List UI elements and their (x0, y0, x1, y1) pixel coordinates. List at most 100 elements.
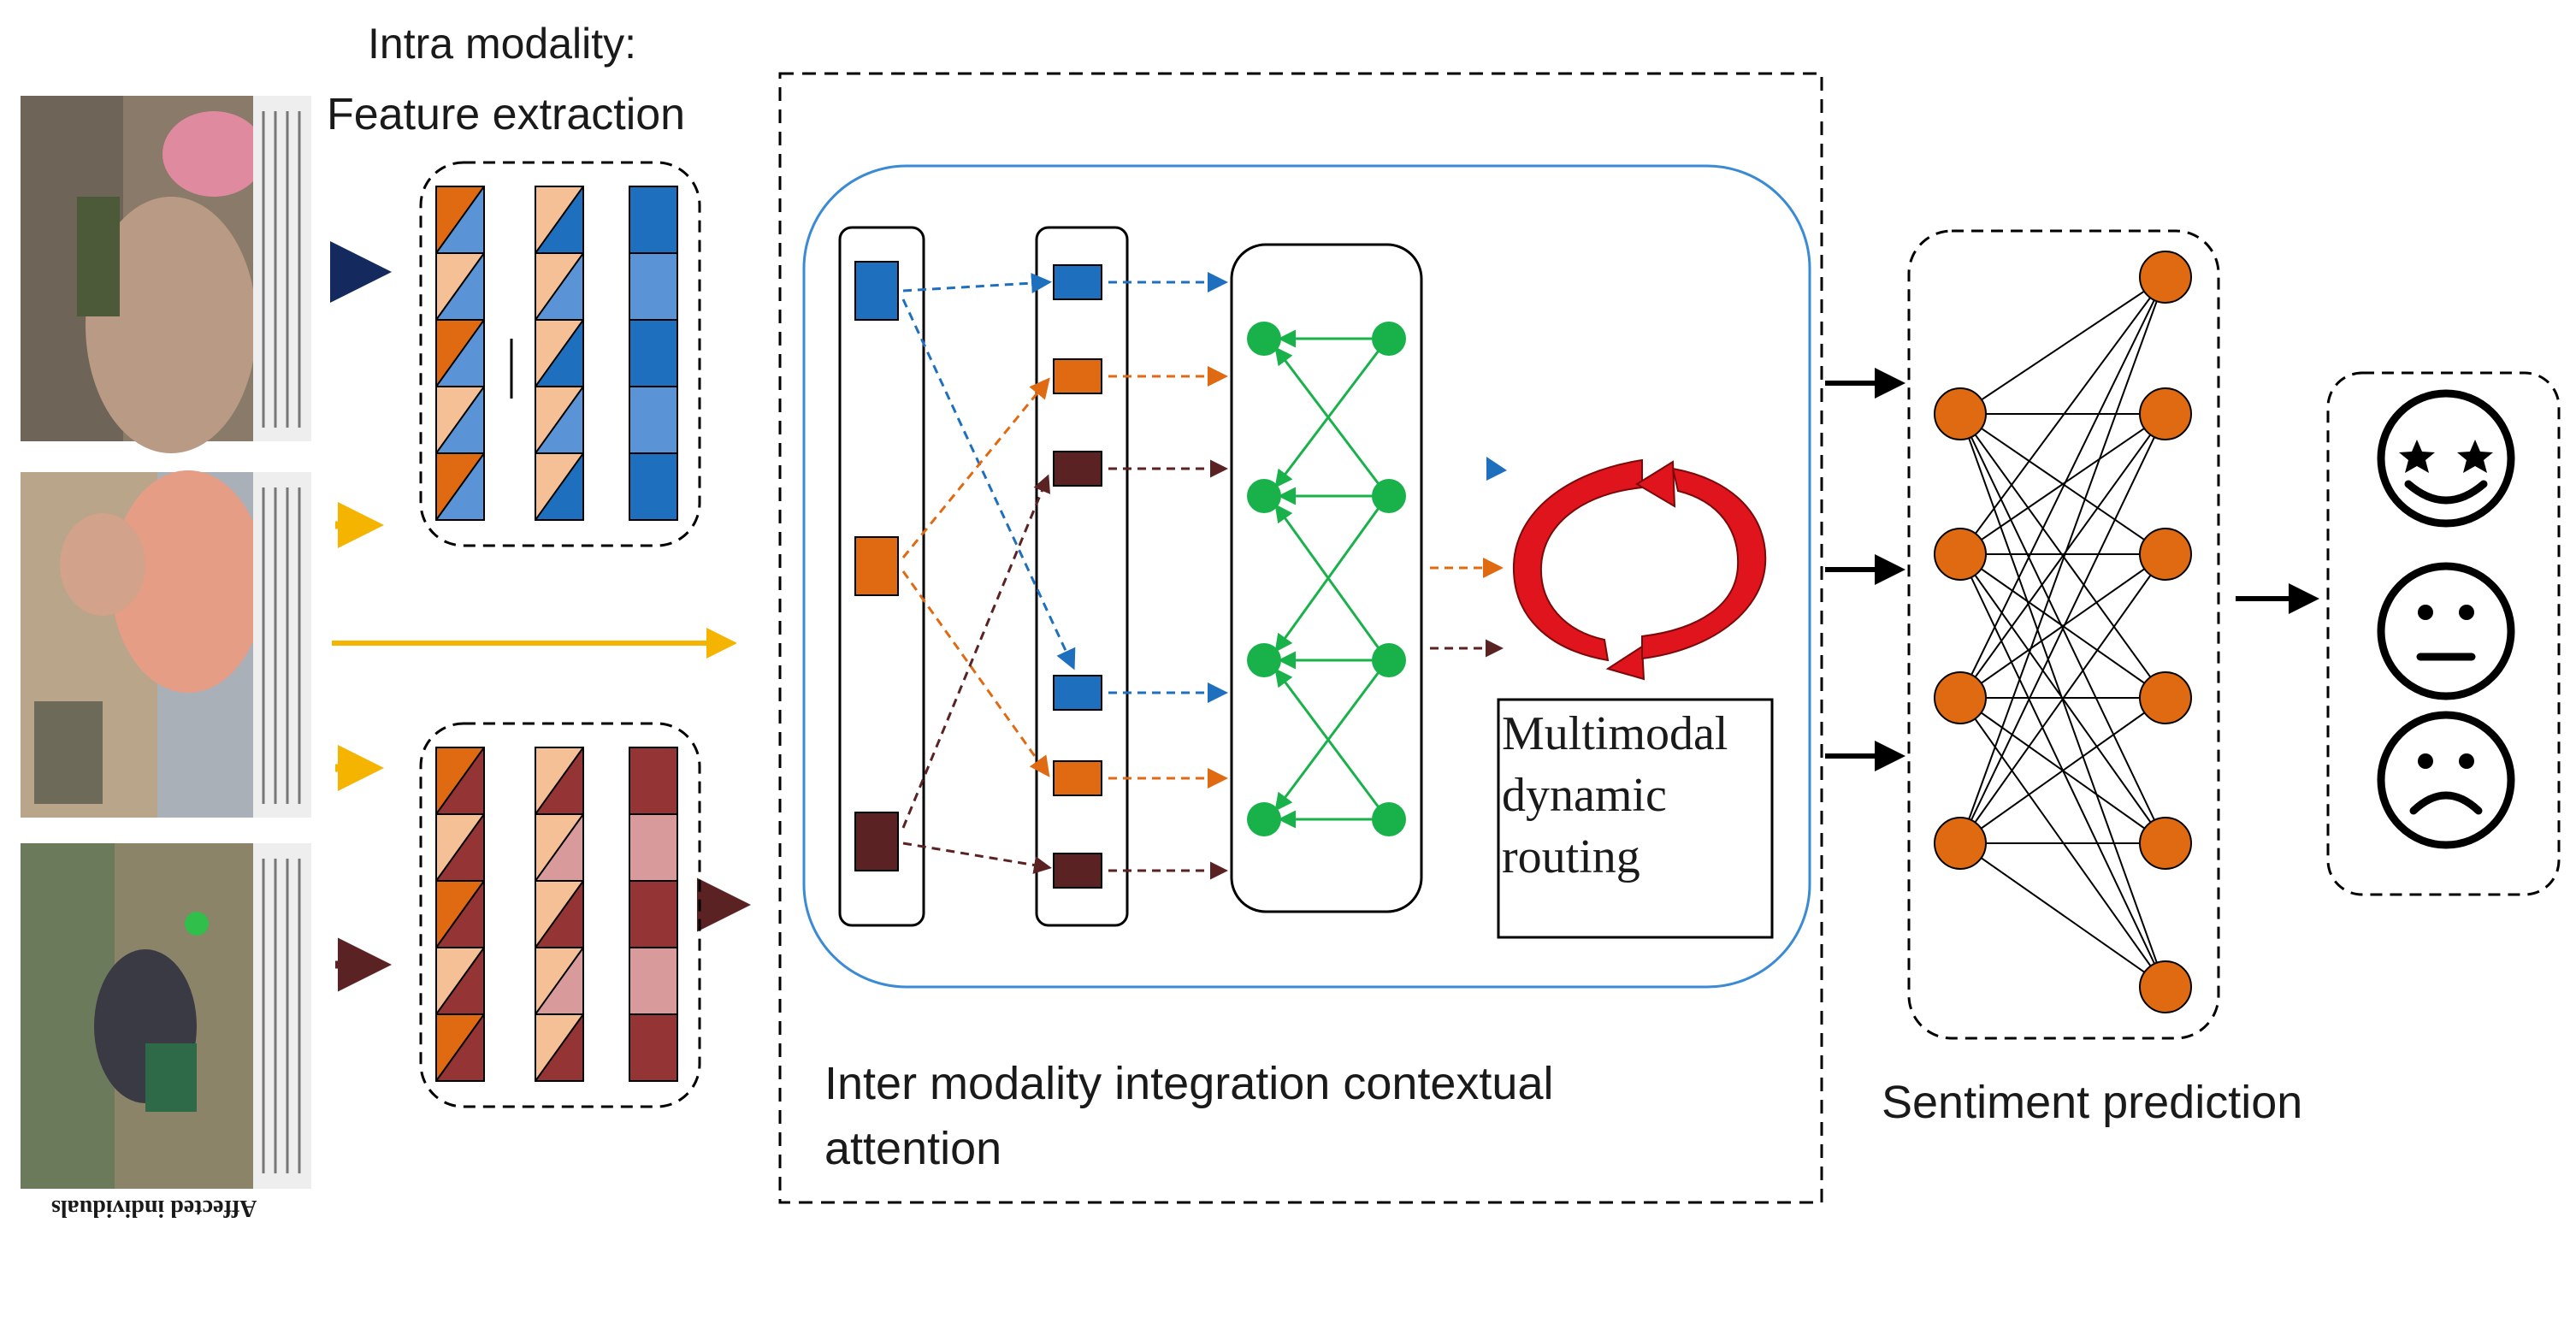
sentiment-prediction-title: Sentiment prediction (1882, 1077, 2303, 1128)
feature-cell (435, 386, 485, 454)
modality-node-audio (854, 536, 899, 596)
feature-cell (535, 813, 584, 882)
inter-modality-title-cont: attention (824, 1123, 1002, 1174)
network-edge (1959, 276, 2166, 699)
cross-attention-arrows (901, 272, 1504, 880)
network-edge (1959, 553, 2166, 844)
inter-modality-inner (802, 164, 1811, 989)
feature-column (435, 747, 485, 1082)
feature-cell (435, 813, 485, 882)
routing-label-box (1497, 698, 1774, 939)
photo-earthquake (21, 96, 311, 453)
input-arrows (330, 241, 751, 992)
modality-node-visual (854, 261, 899, 321)
feature-cell (435, 319, 485, 387)
feature-box-textual (419, 722, 701, 1108)
network-node (2139, 817, 2192, 870)
smiley-star-eyes-icon (2377, 389, 2515, 528)
network-nodes (1934, 251, 2192, 1013)
network-edge (1959, 413, 2166, 699)
photo-person (21, 470, 311, 818)
network-node (2139, 671, 2192, 724)
capsule-nodes (1247, 322, 1406, 836)
network-edge (1959, 413, 2166, 844)
feature-cell (629, 947, 678, 1015)
attention-node (1053, 358, 1102, 394)
feature-cell (629, 452, 678, 521)
network-node (1934, 387, 1987, 440)
attention-node (1053, 675, 1102, 711)
network-node (2139, 387, 2192, 440)
attention-column (1035, 226, 1129, 927)
feature-cell (435, 252, 485, 321)
feature-cell (629, 186, 678, 254)
network-edge (1959, 276, 2166, 555)
inter-modality-box (778, 72, 1823, 1204)
sentiment-output-box (2326, 371, 2561, 896)
network-edge (1959, 276, 2166, 415)
feature-cell (435, 186, 485, 254)
feature-cell (629, 319, 678, 387)
feature-cell (629, 1013, 678, 1082)
feature-column (535, 186, 584, 521)
feature-cell (535, 186, 584, 254)
feature-cell (535, 452, 584, 521)
capsule-graph-column (1230, 243, 1423, 913)
network-node (1934, 817, 1987, 870)
network-node (1934, 528, 1987, 581)
feature-cell (535, 319, 584, 387)
network-edge (1959, 413, 2166, 988)
feature-cell (435, 880, 485, 948)
input-images (21, 96, 311, 1189)
feature-extraction-title: Feature extraction (327, 90, 686, 139)
feature-cell (535, 747, 584, 815)
feature-cell (435, 747, 485, 815)
network-input-arrows (1825, 368, 2319, 771)
capsule-graph (1274, 329, 1380, 829)
inter-modality-title: Inter modality integration contextual (824, 1058, 1554, 1109)
network-edge (1959, 697, 2166, 844)
routing-label-line3: routing (1502, 830, 1640, 883)
feature-cell (535, 252, 584, 321)
attention-node (1053, 760, 1102, 796)
feature-cell (629, 880, 678, 948)
network-edge (1959, 276, 2166, 844)
sentiment-network-box (1907, 229, 2220, 1040)
network-edge (1959, 413, 2166, 555)
feature-cell (535, 1013, 584, 1082)
attention-node (1053, 853, 1102, 889)
feature-cell (435, 947, 485, 1015)
network-edges (1959, 276, 2166, 988)
network-node (2139, 251, 2192, 304)
sad-face-icon (2377, 711, 2515, 849)
feature-cell (535, 386, 584, 454)
attention-node (1053, 264, 1102, 300)
network-node (1934, 671, 1987, 724)
network-node (2139, 528, 2192, 581)
feature-column (535, 747, 584, 1082)
feature-column (435, 186, 485, 521)
network-edge (1959, 553, 2166, 699)
feature-cell (629, 813, 678, 882)
feature-cell (435, 452, 485, 521)
routing-label-line1: Multimodal (1502, 707, 1728, 760)
neutral-face-icon (2377, 562, 2515, 700)
photo-caption: Affected individuals (51, 1195, 257, 1221)
network-edge (1959, 842, 2166, 988)
attention-node (1053, 451, 1102, 487)
feature-column (629, 186, 678, 521)
blue-arrowhead-icon (1486, 457, 1507, 481)
feature-cell (435, 1013, 485, 1082)
modality-node-text (854, 812, 899, 871)
intra-modality-title: Intra modality: (368, 20, 637, 68)
rotation-arrows-icon (1512, 458, 1767, 681)
feature-column (629, 747, 678, 1082)
routing-label: Multimodal dynamic routing (1502, 703, 1775, 888)
routing-label-line2: dynamic (1502, 769, 1667, 822)
modality-column (838, 226, 925, 927)
photo-flood (21, 843, 311, 1189)
feature-box-visual (419, 161, 701, 547)
feature-cell (629, 386, 678, 454)
